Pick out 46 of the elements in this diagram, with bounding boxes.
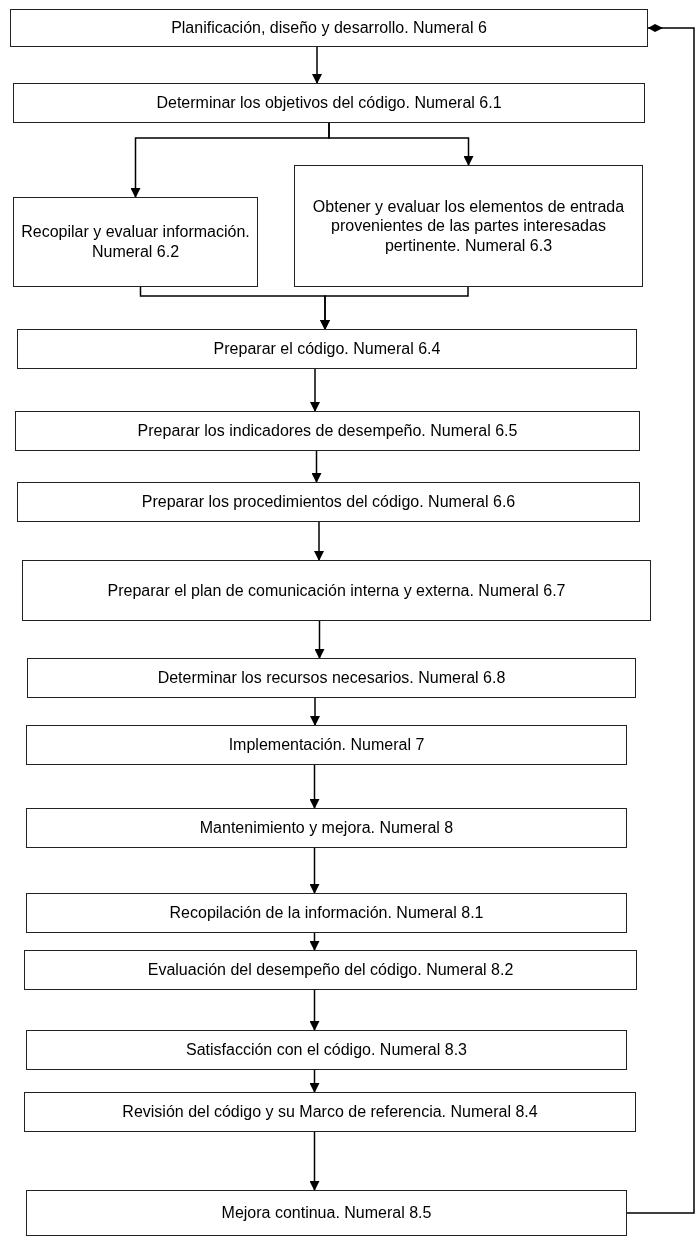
arrow	[310, 368, 320, 412]
process-box	[26, 808, 627, 848]
arrow	[320, 286, 469, 330]
arrow	[314, 521, 324, 561]
arrow	[309, 932, 320, 951]
step-text: Determinar los recursos necesarios. Numeral 6.8	[157, 668, 506, 688]
step-text: Preparar el código. Numeral 6.4	[213, 339, 441, 359]
process-box	[294, 165, 643, 287]
process-box	[22, 560, 651, 621]
arrow	[312, 46, 322, 84]
process-box	[24, 950, 637, 990]
step-text: Evaluación del desempeño del código. Numeral 8.2	[147, 960, 514, 980]
process-box	[26, 725, 627, 765]
arrow	[328, 122, 474, 166]
step-text: Mejora continua. Numeral 8.5	[221, 1203, 432, 1223]
process-box	[10, 9, 648, 47]
step-text: Revisión del código y su Marco de referencia. Numeral 8.4	[122, 1102, 538, 1122]
process-box	[15, 411, 640, 451]
arrow	[311, 450, 322, 483]
step-text: Determinar los objetivos del código. Numeral 6.1	[156, 93, 502, 113]
process-box	[26, 1030, 627, 1070]
process-box	[17, 329, 637, 369]
arrow	[314, 620, 325, 659]
process-box	[17, 482, 640, 522]
arrow	[309, 1069, 320, 1093]
process-box	[13, 83, 645, 123]
step-text: Preparar los indicadores de desempeño. Numeral 6.5	[137, 421, 518, 441]
process-box	[26, 1190, 627, 1236]
step-text: Satisfacción con el código. Numeral 8.3	[185, 1040, 467, 1060]
arrow	[309, 764, 320, 809]
step-text: Mantenimiento y mejora. Numeral 8	[199, 818, 454, 838]
step-text: Recopilar y evaluar información. Numeral 6.2	[20, 222, 251, 262]
step-text: Planificación, diseño y desarrollo. Numeral 6	[171, 18, 487, 38]
step-text: Recopilación de la información. Numeral 8.1	[169, 903, 484, 923]
arrow	[309, 989, 320, 1031]
process-box	[27, 658, 636, 698]
step-text: Implementación. Numeral 7	[228, 735, 425, 755]
step-text: Obtener y evaluar los elementos de entrada provenientes de las partes interesadas pertinente. Numeral 6.3	[311, 196, 626, 256]
process-box	[24, 1092, 636, 1132]
process-box	[26, 893, 627, 933]
step-text: Preparar los procedimientos del código. Numeral 6.6	[141, 492, 516, 512]
step-text: Preparar el plan de comunicación interna y externa. Numeral 6.7	[107, 580, 566, 601]
arrow	[309, 847, 320, 894]
process-box	[13, 197, 258, 287]
arrow	[310, 697, 320, 726]
arrow	[309, 1131, 320, 1191]
